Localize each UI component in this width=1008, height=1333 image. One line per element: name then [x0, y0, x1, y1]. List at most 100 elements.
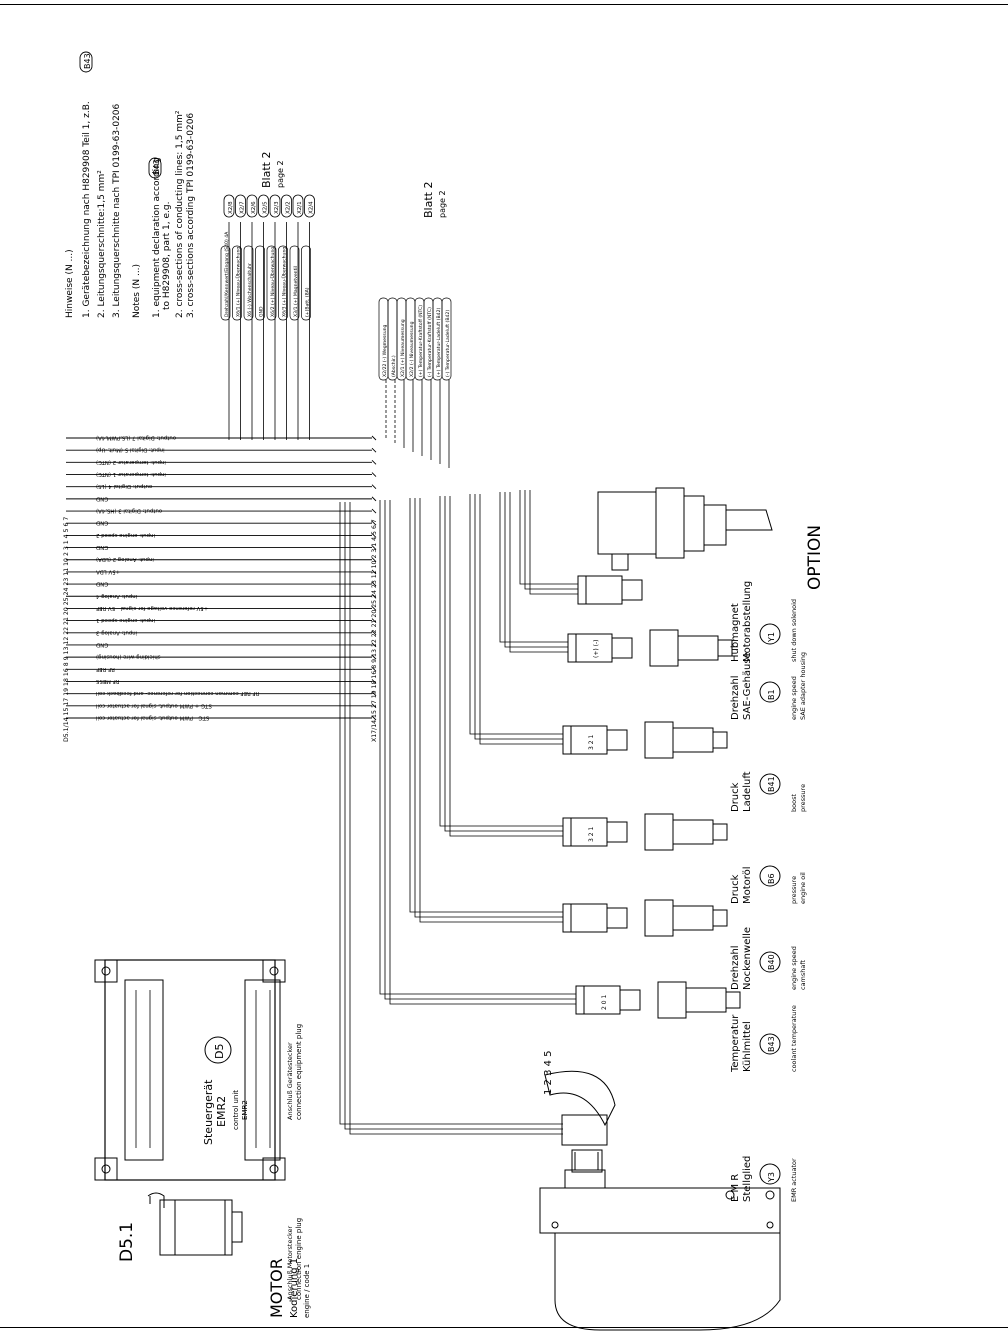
signal-label: input: engine speed 2: [96, 532, 155, 538]
middle-cable-label: GND: [259, 306, 265, 317]
sheet-ref-1: Blatt 2 page 2: [260, 152, 285, 188]
bus-tick: [371, 447, 377, 453]
component-wire: [519, 490, 578, 585]
option-label: OPTION: [805, 525, 825, 590]
component-de1: Druck: [730, 782, 741, 812]
component-de2: SAE-Gehäuse: [742, 652, 753, 720]
component-id: B6: [767, 873, 776, 884]
bus-tick: [371, 581, 377, 587]
bus-tick: [371, 630, 377, 636]
motor-title: MOTOR: [267, 1258, 286, 1318]
signal-label: GND: [96, 641, 108, 647]
middle-cable-label: X6/2 (+) Niveau-Überwachung: [269, 247, 276, 317]
component-wire: [439, 496, 563, 827]
solenoid-y1-body: [597, 487, 773, 571]
component-en1: EMR actuator: [790, 1158, 798, 1202]
control-unit-title1: Steuergerät: [202, 1079, 215, 1145]
right-cable-label: (+) Temperatur-Ladeluft (B42): [436, 307, 442, 377]
notes-en-1a: 1. equipment declaration according: [152, 157, 162, 318]
component-de2: Motorabstellung: [742, 581, 753, 662]
notes-de-ref: B43: [83, 53, 92, 69]
signal-label: +5V LDA: [96, 568, 120, 574]
signal-label: RF REF: [96, 666, 115, 672]
bus-tick: [371, 484, 377, 490]
plug-equipment-de: Anschluß Gerätestecker: [286, 1042, 294, 1120]
component-id: B1: [767, 689, 776, 700]
bus-tick: [371, 666, 377, 672]
signal-label: input: temperatur 2 (NTC): [96, 459, 166, 465]
component-wire: [409, 498, 563, 913]
middle-cable-tag: X2/8: [228, 201, 234, 214]
bus-tick: [371, 545, 377, 550]
bus-tick: [371, 715, 377, 721]
bus-tick: [371, 435, 377, 441]
signal-label: input: Analog 4: [95, 593, 137, 599]
pin-code-b43: 2 0 1: [601, 995, 608, 1010]
component-en2: pressure: [799, 784, 807, 812]
emr-actuator-housing: [539, 1070, 781, 1331]
component-wire: [499, 492, 568, 643]
component-id: Y3: [767, 1172, 776, 1183]
signal-label: GND: [96, 581, 108, 587]
pin-code-b41: 3 2 1: [588, 735, 595, 750]
component-wire: [504, 492, 568, 648]
component-de2: Ladeluft: [742, 771, 753, 812]
pin-code-b6: 3 2 1: [588, 827, 595, 842]
component-id: Y1: [767, 632, 776, 643]
signal-label: RF MESS: [95, 678, 119, 684]
notes-en-2: 2. cross-sections of conducting lines: 1…: [175, 110, 185, 318]
middle-cable-label: Drehzahl/Kennwert/Eingang (S40) 4A: [224, 231, 230, 317]
motor-code-en: engine / code 1: [303, 1264, 311, 1318]
component-en2: camshaft: [799, 959, 807, 990]
rotated-sheet: Hinweise (N ...) 1. Gerätebezeichnung na…: [63, 51, 825, 1331]
svg-text:Blatt 2: Blatt 2: [422, 182, 435, 218]
right-cable-label: X2/1 (+) Niveaumessung: [400, 319, 406, 377]
control-unit-id: D5: [213, 1044, 226, 1059]
component-de2: Stellglied: [742, 1156, 753, 1202]
middle-cable-tag: X2/7: [240, 201, 246, 214]
middle-cable-label: X6 (-) Wochenschaltuhr: [247, 263, 253, 317]
signal-label: input: Analog 3: [96, 629, 137, 635]
middle-cable-tag: X2/6: [251, 201, 257, 214]
bus-tick: [371, 618, 377, 623]
sheet-ref-2: Blatt 2 page 2: [422, 182, 447, 218]
svg-text:page 2: page 2: [276, 160, 285, 188]
right-cable-label: (-) Temperatur-Ladeluft (B42): [445, 310, 451, 377]
component-id: B40: [767, 954, 776, 970]
signal-label: input: engine speed 1: [96, 617, 155, 623]
component-en1: coolant temperature: [790, 1005, 798, 1072]
component-de2: Motoröl: [742, 866, 753, 904]
notes-en-head: Notes (N ...): [132, 264, 142, 318]
component-de2: Kühlmittel: [742, 1021, 753, 1072]
signal-label: input: temperatur 1 (NTC): [96, 471, 166, 477]
bus-tick: [371, 606, 377, 611]
signal-label: output: Digital 7 (LS,PWM,4A): [96, 435, 176, 441]
middle-cable-tag: X2/3: [274, 201, 280, 214]
motor-d51-label: D5.1: [117, 1222, 137, 1262]
signal-label: RF REF common connection for reference- …: [96, 690, 259, 696]
signal-label: GND: [96, 544, 108, 550]
component-wire: [339, 502, 563, 1125]
notes-de-2: 2. Leitungsquerschnitte:1,5 mm²: [97, 170, 107, 318]
connector-d51-header: D5.1/14 15 17 19 18 16 8 9 13 12 22 21 2…: [63, 517, 70, 742]
component-wire: [419, 498, 563, 923]
right-cable-label: X2/22 (-) Wegmessung: [382, 324, 388, 377]
bus-tick: [371, 642, 377, 648]
signal-label: input: Analog 2 (LDA): [96, 556, 154, 562]
component-wire: [469, 494, 563, 735]
bus-tick: [371, 654, 377, 660]
motor-d51: D5.1 MOTOR Kodierung 1 engine / code 1: [117, 1192, 311, 1318]
middle-cable-label: X6/1 (+) Niveau-Überwachung: [235, 247, 242, 317]
component-wire: [389, 500, 576, 1005]
middle-cable-tag: X2/4: [309, 201, 315, 214]
component-en1: shut down solenoid: [790, 599, 798, 662]
bus-tick: [371, 533, 377, 538]
component-wire: [529, 490, 578, 595]
right-cable-label: (Abschir.): [391, 355, 397, 377]
notes-de-3: 3. Leitungsquerschnitte nach TPI 0199-63…: [112, 103, 122, 318]
component-wire: [344, 502, 563, 1130]
